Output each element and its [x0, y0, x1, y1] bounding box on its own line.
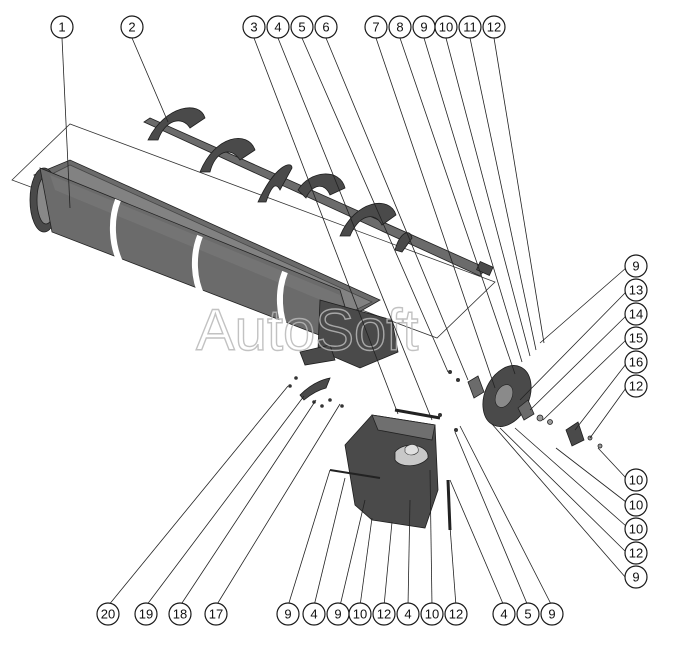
callout-8: 8: [388, 15, 412, 39]
callout-bottom-10a: 10: [348, 602, 372, 626]
svg-text:9: 9: [632, 259, 639, 274]
callouts: 1 2 3 4 5 6 7 8 9 10 11 12 9 13 14 15 16…: [50, 15, 648, 626]
svg-text:10: 10: [353, 607, 367, 622]
callout-bottom-4b: 4: [396, 602, 420, 626]
svg-text:7: 7: [372, 20, 379, 35]
svg-text:11: 11: [463, 20, 477, 35]
svg-text:9: 9: [632, 570, 639, 585]
callout-bottom-18: 18: [168, 602, 192, 626]
callout-bottom-4a: 4: [302, 602, 326, 626]
svg-text:15: 15: [629, 331, 643, 346]
svg-text:4: 4: [500, 607, 507, 622]
callout-right-12a: 12: [624, 374, 648, 398]
svg-text:18: 18: [173, 607, 187, 622]
callout-right-10a: 10: [624, 468, 648, 492]
svg-text:12: 12: [629, 546, 643, 561]
callout-right-10c: 10: [624, 517, 648, 541]
svg-text:16: 16: [629, 355, 643, 370]
callout-3: 3: [242, 15, 266, 39]
callout-4: 4: [266, 15, 290, 39]
callout-6: 6: [314, 15, 338, 39]
callout-bottom-9a: 9: [276, 602, 300, 626]
callout-right-13: 13: [624, 278, 648, 302]
callout-right-15: 15: [624, 326, 648, 350]
svg-text:2: 2: [128, 20, 135, 35]
svg-text:1: 1: [58, 20, 65, 35]
svg-text:9: 9: [420, 20, 427, 35]
callout-bottom-9b: 9: [326, 602, 350, 626]
callout-bottom-12b: 12: [444, 602, 468, 626]
small-hardware: [288, 370, 460, 432]
svg-text:9: 9: [548, 607, 555, 622]
svg-text:5: 5: [524, 607, 531, 622]
callout-11: 11: [458, 15, 482, 39]
callout-bottom-19: 19: [134, 602, 158, 626]
callout-bottom-9c: 9: [540, 602, 564, 626]
svg-text:9: 9: [334, 607, 341, 622]
svg-text:17: 17: [209, 607, 223, 622]
svg-text:12: 12: [487, 20, 501, 35]
leader-lines: [61, 37, 627, 607]
svg-text:12: 12: [377, 607, 391, 622]
svg-text:4: 4: [274, 20, 281, 35]
callout-1: 1: [50, 15, 74, 39]
auger-tube: [29, 159, 399, 369]
svg-text:4: 4: [310, 607, 317, 622]
callout-right-12b: 12: [624, 541, 648, 565]
svg-text:20: 20: [101, 607, 115, 622]
svg-text:10: 10: [629, 473, 643, 488]
svg-text:12: 12: [449, 607, 463, 622]
svg-text:10: 10: [629, 498, 643, 513]
callout-9: 9: [412, 15, 436, 39]
callout-bottom-10b: 10: [420, 602, 444, 626]
callout-12: 12: [482, 15, 506, 39]
callout-bottom-20: 20: [96, 602, 120, 626]
callout-bottom-17: 17: [204, 602, 228, 626]
svg-text:6: 6: [322, 20, 329, 35]
callout-7: 7: [364, 15, 388, 39]
callout-bottom-12a: 12: [372, 602, 396, 626]
watermark: AutoSoft: [196, 298, 418, 363]
callout-right-10b: 10: [624, 493, 648, 517]
callout-right-14: 14: [624, 302, 648, 326]
svg-text:9: 9: [284, 607, 291, 622]
svg-text:5: 5: [298, 20, 305, 35]
svg-text:8: 8: [396, 20, 403, 35]
svg-text:12: 12: [629, 379, 643, 394]
svg-text:14: 14: [629, 307, 643, 322]
callout-bottom-4c: 4: [492, 602, 516, 626]
callout-10: 10: [434, 15, 458, 39]
svg-text:10: 10: [439, 20, 453, 35]
svg-text:10: 10: [629, 522, 643, 537]
svg-text:19: 19: [139, 607, 153, 622]
svg-text:13: 13: [629, 283, 643, 298]
svg-text:3: 3: [250, 20, 257, 35]
svg-text:4: 4: [404, 607, 411, 622]
svg-text:10: 10: [425, 607, 439, 622]
callout-right-9b: 9: [624, 565, 648, 589]
end-flange: [467, 365, 603, 449]
callout-5: 5: [290, 15, 314, 39]
callout-bottom-5: 5: [516, 602, 540, 626]
callout-2: 2: [120, 15, 144, 39]
callout-right-9a: 9: [624, 254, 648, 278]
hopper: [329, 408, 452, 531]
callout-right-16: 16: [624, 350, 648, 374]
